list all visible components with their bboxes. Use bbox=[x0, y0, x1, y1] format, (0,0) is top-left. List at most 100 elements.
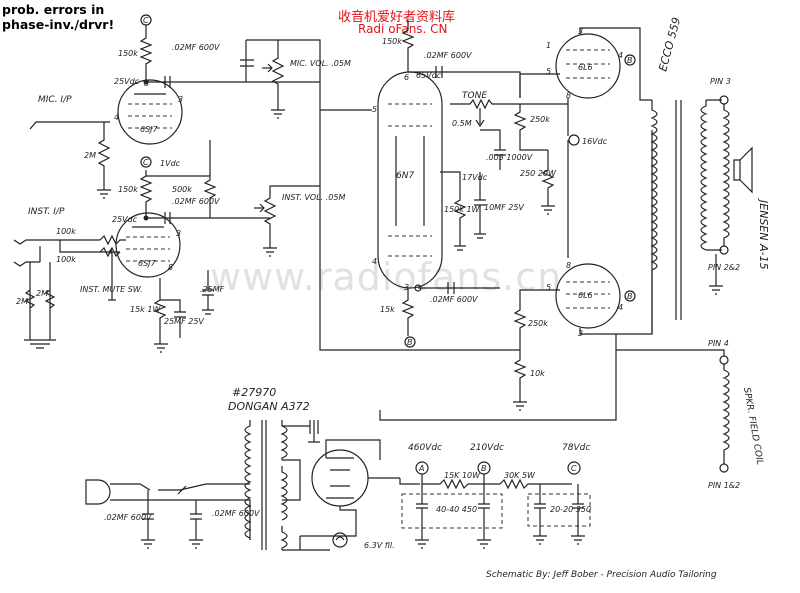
svg-text:B: B bbox=[407, 338, 413, 347]
tube-o1-label: 6L6 bbox=[578, 63, 593, 72]
svg-text:4: 4 bbox=[618, 51, 623, 60]
svg-text:6: 6 bbox=[404, 73, 409, 82]
speaker-pin12-label: PIN 1&2 bbox=[708, 481, 740, 490]
svg-text:4: 4 bbox=[618, 303, 623, 312]
v-16-label: 16Vdc bbox=[582, 137, 608, 146]
c-02-600-c-label: .02MF 600V bbox=[424, 51, 472, 60]
c-02-600-d-label: .02MF 600V bbox=[430, 295, 478, 304]
errors-note: prob. errors in phase-inv./drvr! bbox=[2, 2, 114, 32]
ps-r2-label: 30K 5W bbox=[504, 471, 536, 480]
tube-o2: 6L6 8 5 4 3 B 16Vdc bbox=[519, 104, 653, 338]
c-02-600-b-label: .02MF 600V bbox=[172, 197, 220, 206]
mic-input: MIC. I/P 2M bbox=[29, 95, 111, 199]
mains-c2-label: .02MF 600V bbox=[212, 509, 260, 518]
tube-o1: 6L6 3 1 5 4 8 B bbox=[519, 27, 652, 105]
speaker-pin3-label: PIN 3 bbox=[710, 77, 731, 86]
svg-text:5: 5 bbox=[546, 283, 551, 292]
svg-text:A: A bbox=[418, 464, 424, 473]
inst-mute-label: INST. MUTE SW. bbox=[80, 285, 143, 294]
ps-r1-label: 15K 10W bbox=[444, 471, 481, 480]
r-2m-1-label: 2M bbox=[84, 151, 96, 160]
r-150k-3-label: 150k bbox=[382, 37, 402, 46]
svg-text:4: 4 bbox=[372, 257, 377, 266]
r-15k-1w-label: 15k 1W bbox=[130, 305, 161, 314]
filter-chain: A 460Vdc 15K 10W B 210Vdc 30K 5W C 78Vdc… bbox=[399, 443, 591, 549]
power-ref-label: #27970 bbox=[232, 386, 276, 399]
heater-label: 6.3V fil. bbox=[364, 541, 395, 550]
svg-text:C: C bbox=[143, 16, 149, 25]
inst-volume: INST. VOL. .05M bbox=[254, 185, 345, 257]
v-25-2-label: 25Vdc bbox=[112, 215, 138, 224]
svg-text:C: C bbox=[143, 158, 149, 167]
svg-text:C: C bbox=[571, 464, 577, 473]
svg-text:8: 8 bbox=[566, 91, 571, 100]
ps-210-label: 210Vdc bbox=[470, 443, 504, 453]
c-003-label: .003 1000V bbox=[486, 153, 533, 162]
speaker-pin2-label: PIN 2&2 bbox=[708, 263, 740, 272]
errors-note-line2: phase-inv./drvr! bbox=[2, 17, 115, 32]
r-150k-1-label: 150k bbox=[118, 49, 138, 58]
inst-input-label: INST. I/P bbox=[28, 207, 65, 217]
ps-c1-label: 40-40 450 bbox=[436, 505, 477, 514]
ps-c2-label: 20-20 350 bbox=[550, 505, 591, 514]
output-transformer-label: ECCO 559 bbox=[656, 16, 683, 73]
svg-text:3: 3 bbox=[176, 229, 181, 238]
tube-v1-label: 6SJ7 bbox=[140, 125, 159, 134]
mic-volume: MIC. VOL. .05M bbox=[262, 40, 351, 119]
r-150k-2-label: 150k bbox=[118, 185, 138, 194]
inst-vol-label: INST. VOL. .05M bbox=[282, 193, 345, 202]
tube-pi-label: 6N7 bbox=[396, 171, 414, 181]
r-250k-3-label: 250k bbox=[528, 319, 548, 328]
svg-text:8: 8 bbox=[168, 263, 173, 272]
r-500k-label: 500k bbox=[172, 185, 192, 194]
tube-pi: 6N7 6 5 4 3 bbox=[372, 71, 443, 292]
tube-v1: 6SJ7 3 4 8 bbox=[114, 79, 183, 145]
v1-plate-circuit: C 150k 25Vdc .02MF 600V bbox=[114, 14, 321, 100]
svg-text:4: 4 bbox=[114, 113, 119, 122]
tube-o2-label: 6L6 bbox=[578, 291, 593, 300]
tube-v2-label: 6SJ7 bbox=[138, 259, 157, 268]
pi-cathode: 17Vdc 150k 1W 10MF 25V 250 20W bbox=[440, 150, 557, 251]
c-25mf-label: .25MF bbox=[200, 285, 225, 294]
r-2m-3-label: 2M bbox=[36, 289, 48, 298]
r-250k-2-label: 250 20W bbox=[520, 169, 557, 178]
r-10k-label: 10k bbox=[530, 369, 545, 378]
pi-plate-circuit: 150k 65Vdc .02MF 600V bbox=[319, 20, 521, 351]
tone-label: TONE bbox=[462, 91, 487, 101]
svg-text:3: 3 bbox=[404, 283, 409, 292]
v2-cathode: 15k 1W 25MF 25V .25MF bbox=[130, 270, 225, 353]
mic-vol-label: MIC. VOL. .05M bbox=[290, 59, 351, 68]
v-17-label: 17Vdc bbox=[462, 173, 488, 182]
schematic-credit: Schematic By: Jeff Bober - Precision Aud… bbox=[486, 570, 717, 580]
c-02-600-a-label: .02MF 600V bbox=[172, 43, 220, 52]
c-10-25-label: 10MF 25V bbox=[484, 203, 524, 212]
ps-460-label: 460Vdc bbox=[408, 443, 442, 453]
speaker-pin4-label: PIN 4 bbox=[708, 339, 729, 348]
svg-text:B: B bbox=[627, 292, 633, 301]
r-250k-1-label: 250k bbox=[530, 115, 550, 124]
power-name-label: DONGAN A372 bbox=[228, 400, 310, 413]
field-coil-label: SPKR. FIELD COIL bbox=[741, 387, 764, 466]
inst-input: INST. I/P 100k 100k 2M 2M INST. MUTE SW. bbox=[13, 207, 143, 349]
svg-text:5: 5 bbox=[372, 105, 377, 114]
v-25-1-label: 25Vdc bbox=[114, 77, 140, 86]
v-1-label: 1Vdc bbox=[160, 159, 181, 168]
errors-note-line1: prob. errors in bbox=[2, 2, 105, 17]
v-65-label: 65Vdc bbox=[416, 71, 442, 80]
tone-r-label: 0.5M bbox=[452, 119, 472, 128]
r-100k-2-label: 100k bbox=[56, 255, 76, 264]
r-2m-2-label: 2M bbox=[16, 297, 28, 306]
svg-text:1: 1 bbox=[546, 41, 551, 50]
ps-78-label: 78Vdc bbox=[562, 443, 590, 453]
svg-text:8: 8 bbox=[566, 261, 571, 270]
r-15k-label: 15k bbox=[380, 305, 395, 314]
power-transformer: #27970 DONGAN A372 6.3V fil. bbox=[228, 386, 400, 551]
mic-input-label: MIC. I/P bbox=[38, 95, 72, 105]
c-25-25-label: 25MF 25V bbox=[164, 317, 204, 326]
svg-text:B: B bbox=[627, 56, 633, 65]
site-title-cn: 收音机爱好者资料库 bbox=[338, 10, 456, 25]
svg-text:5: 5 bbox=[546, 67, 551, 76]
r-150k-w-label: 150k 1W bbox=[444, 205, 481, 214]
